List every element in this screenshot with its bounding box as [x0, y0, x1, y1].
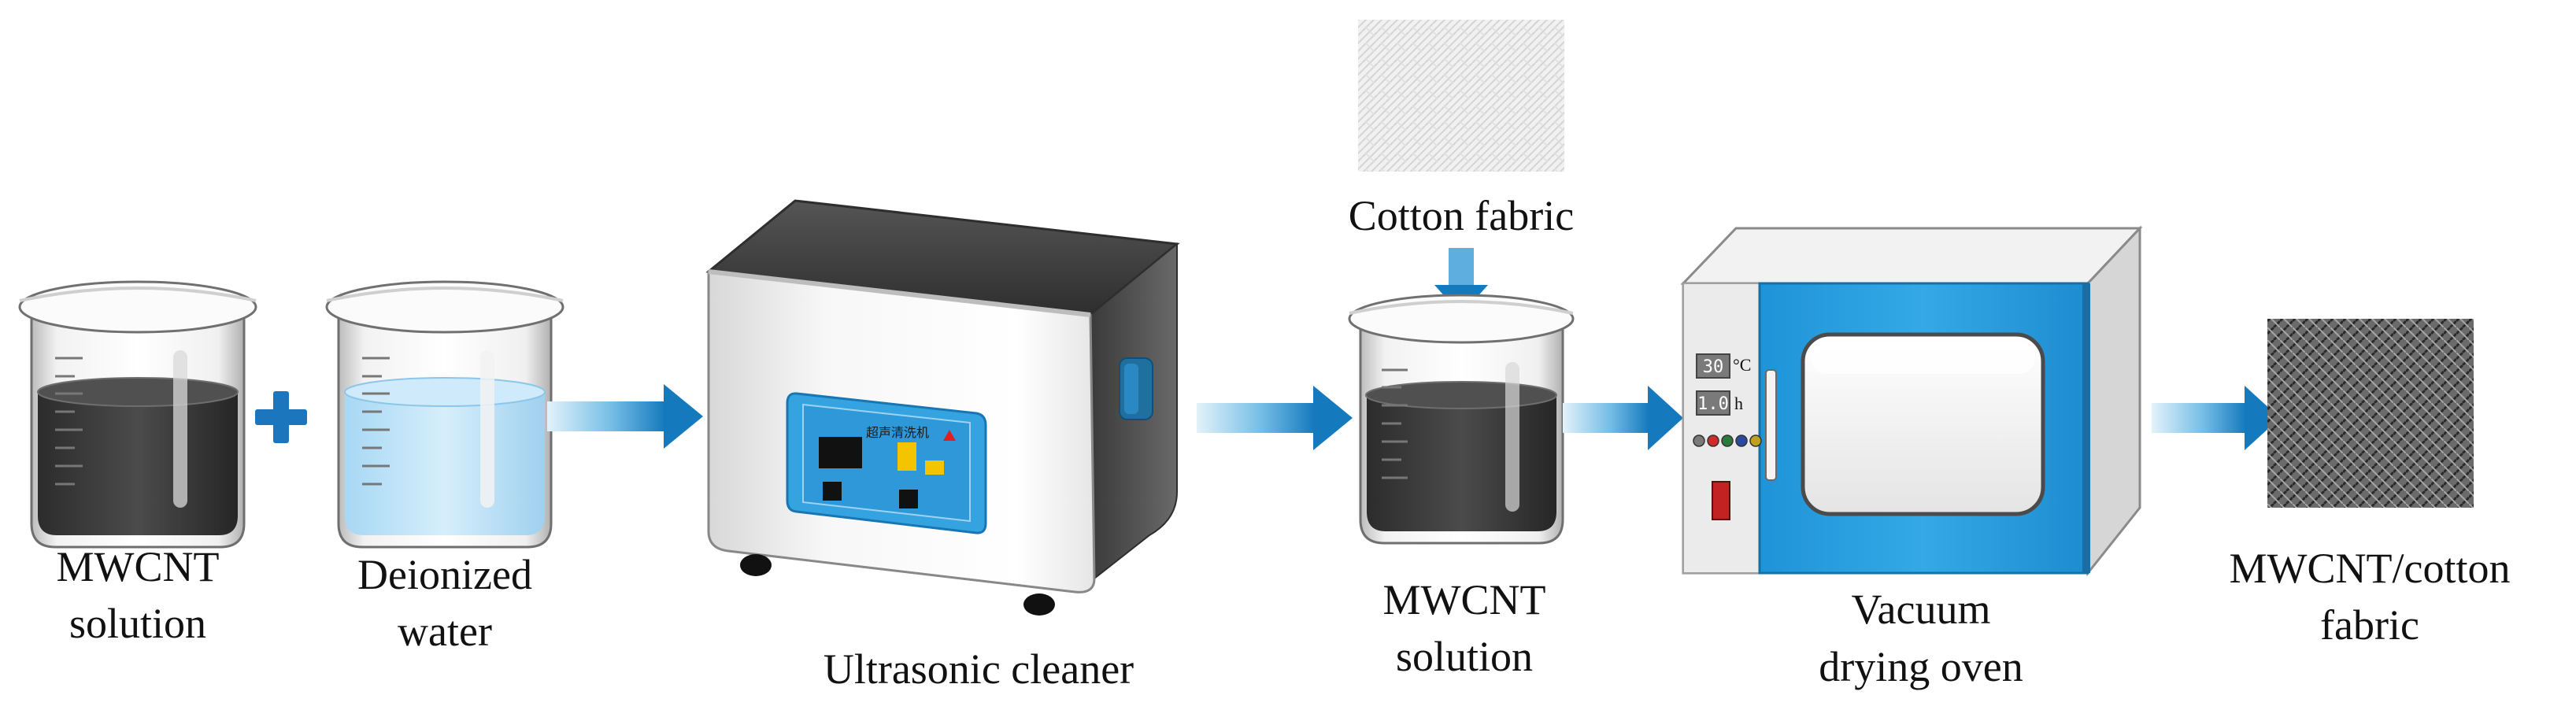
label-mwcnt-solution-line2: solution: [69, 600, 206, 647]
label-cotton-fabric: Cotton fabric: [1349, 192, 1574, 239]
plus-icon: [255, 391, 307, 443]
label-mwcnt-cotton-fabric-line1: MWCNT/cotton: [2230, 545, 2511, 592]
oven-temperature-unit: °C: [1733, 355, 1751, 375]
cotton-fabric-swatch: [1358, 20, 1564, 172]
cleaner-panel-title: 超声清洗机: [866, 425, 929, 440]
oven-time-unit: h: [1734, 394, 1743, 413]
label-mwcnt-cotton-fabric-line2: fabric: [2320, 601, 2419, 649]
arrow-icon: [1563, 386, 1683, 450]
cleaner-knob-1: [823, 482, 842, 501]
label-mwcnt-solution-2-line2: solution: [1396, 633, 1533, 680]
label-vacuum-oven-line2: drying oven: [1819, 643, 2023, 690]
label-deionized-water-line1: Deionized: [357, 551, 532, 598]
beaker-mwcnt-icon: [1348, 294, 1575, 545]
oven-temperature-display: [1696, 353, 1730, 379]
oven-power-switch: [1712, 481, 1730, 520]
cleaner-control-panel: 超声清洗机: [786, 392, 987, 534]
arrow-icon: [2152, 386, 2280, 450]
label-deionized-water-line2: water: [398, 608, 492, 655]
beaker-water-icon: [325, 280, 564, 549]
label-ultrasonic-cleaner: Ultrasonic cleaner: [824, 645, 1134, 693]
beaker-mwcnt-icon: [18, 280, 257, 549]
cleaner-button-yellow: [898, 442, 916, 471]
cleaner-display: [819, 437, 862, 468]
ultrasonic-cleaner-icon: 超声清洗机: [705, 199, 1180, 616]
warning-icon: [943, 430, 956, 441]
label-vacuum-oven-line1: Vacuum: [1852, 586, 1991, 633]
cleaner-indicator-yellow: [925, 460, 944, 475]
oven-time-display: [1696, 390, 1730, 416]
label-mwcnt-solution-2-line1: MWCNT: [1383, 576, 1546, 623]
mwcnt-cotton-fabric-swatch: [2267, 319, 2474, 508]
cleaner-knob-2: [899, 490, 918, 508]
label-mwcnt-solution-line1: MWCNT: [57, 543, 220, 590]
arrow-icon: [547, 384, 703, 449]
vacuum-oven-icon: 30 °C 1.0 h: [1680, 225, 2143, 577]
oven-temperature-value: 30: [1703, 357, 1724, 377]
arrow-icon: [1197, 386, 1353, 450]
oven-time-value: 1.0: [1697, 394, 1729, 414]
